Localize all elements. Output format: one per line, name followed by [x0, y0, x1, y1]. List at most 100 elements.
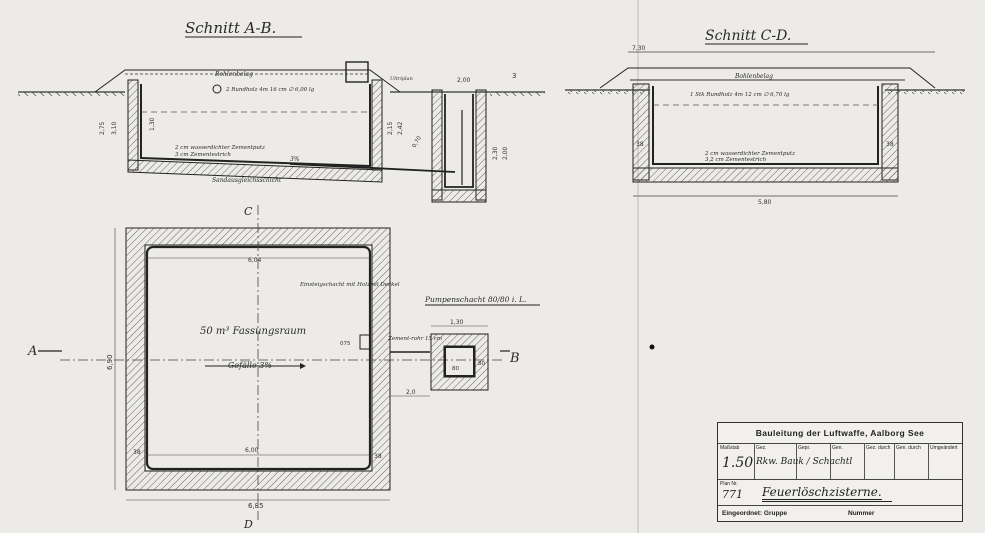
ab-dim-10: 3 — [512, 72, 516, 80]
col-label-approved-by: Gen. durch — [896, 445, 921, 451]
section-mark-a: A — [27, 344, 37, 359]
section-mark-d: D — [243, 518, 253, 531]
plan-dim-side: 6,90 — [106, 354, 114, 370]
tank-lining — [140, 84, 371, 168]
ab-dim-7: 2,30 — [492, 146, 499, 160]
ab-dim-6: 2,00 — [457, 77, 471, 84]
ground-hatch-right — [490, 92, 545, 96]
ab-bohle-label: Bohlenbelag — [214, 71, 253, 78]
cd-wall-right — [881, 83, 899, 181]
ab-plaster1-label: 2 cm wasserdichter Zementputz — [174, 145, 265, 151]
col-label-checked: Gepr. — [798, 445, 811, 451]
section-ab-title: Schnitt A-B. — [185, 19, 276, 37]
cd-ground-hatch-right — [885, 90, 965, 94]
plan-view: 50 m³ Fassungsraum Gefälle 3% Einsteigsc… — [27, 205, 520, 531]
section-mark-b: B — [509, 351, 520, 366]
col-label-scale: Maßstab — [720, 445, 740, 451]
col-label-drawn: Gez. — [756, 445, 767, 451]
punch-hole — [649, 344, 655, 350]
scale-value: 1.50 — [722, 455, 754, 471]
cd-round-label: 1 Stk Rundholz 4m 12 cm ∅ 6,70 lg — [690, 92, 790, 98]
plan-dim-inner-bottom: 6,00 — [245, 447, 259, 454]
pump-shaft-floor — [431, 189, 487, 203]
cd-dim-right: 38 — [886, 141, 894, 148]
pump-dim-top: 1,30 — [450, 319, 464, 326]
plan-title: Feuerlöschzisterne. — [762, 485, 882, 500]
slope-arrow-head — [300, 363, 306, 369]
ab-dim-1: 2,75 — [99, 121, 106, 135]
title-block-filing-row: Eingeordnet: Gruppe Nummer — [718, 505, 962, 523]
plan-dim-inner-top: 6,04 — [248, 257, 262, 264]
approved-by-cell: Gen. durch — [894, 443, 929, 479]
approved-cell: Gen. — [830, 443, 865, 479]
pump-shaft-wall-right — [475, 89, 487, 201]
round-timber-icon — [212, 84, 222, 94]
cd-plaster1-label: 2 cm wasserdichter Zementputz — [704, 151, 795, 157]
cd-dim-bottom: 5,80 — [758, 199, 772, 206]
tank-wall-left — [127, 79, 139, 171]
pump-shaft-plan: Pumpenschacht 80/80 i. L. 1,30 80 80 — [424, 295, 540, 391]
title-block: Bauleitung der Luftwaffe, Aalborg See Ma… — [717, 422, 963, 522]
ground-hatch-left — [18, 92, 125, 96]
pump-shaft-wall-left — [431, 89, 443, 201]
ab-dim-5: 2,42 — [397, 121, 404, 135]
earth-cover — [94, 69, 401, 93]
plan-cement-pipe-label: Zement-rohr 15 cm — [387, 336, 442, 342]
plan-dim-mid: 2,0 — [406, 389, 416, 396]
ab-dim-4: 2,15 — [387, 121, 394, 135]
cd-lining — [652, 86, 879, 165]
cd-floor — [632, 167, 899, 183]
section-ab: Schnitt A-B. Bohlenbelag 2 Rundholz 4m 1… — [18, 19, 545, 203]
office-name: Bauleitung der Luftwaffe, Aalborg See — [718, 423, 962, 444]
tank-wall-right — [371, 79, 383, 171]
number-label: Nummer — [848, 510, 875, 517]
col-label-revised: Umgeändert — [930, 445, 958, 451]
pump-dim-side: 80 — [478, 361, 485, 367]
ab-right-label: Ultriplan — [390, 76, 413, 82]
ab-plaster2-label: 3 cm Zementestrich — [175, 152, 231, 158]
col-label-approved: Gen. — [832, 445, 843, 451]
plan-room-label: 50 m³ Fassungsraum — [200, 326, 306, 337]
title-block-info-row: Maßstab 1.50 Gez. Gepr. Gen. Gez. durch … — [718, 443, 962, 480]
cd-bohle-label: Bohlenbelag — [734, 73, 773, 80]
ab-round-label: 2 Rundholz 4m 16 cm ∅ 6,00 lg — [225, 87, 315, 93]
plan-slope-label: Gefälle 3% — [228, 361, 272, 370]
ab-slope-label: 3% — [290, 156, 300, 163]
cd-ground-hatch-left — [565, 90, 650, 94]
plan-title-rule — [762, 501, 892, 502]
section-mark-c: C — [244, 205, 253, 218]
cd-wall-left — [632, 83, 650, 181]
access-shaft — [345, 61, 369, 83]
plan-inner-lining — [145, 245, 372, 471]
drawn-cell: Gez. — [754, 443, 797, 479]
plan-dim-pipe: 075 — [340, 341, 351, 347]
plan-number: 771 — [722, 488, 743, 501]
inspection-hatch — [359, 334, 371, 350]
cd-dim-left: 38 — [636, 141, 644, 148]
plan-dim-38-right: 38 — [374, 453, 382, 460]
checked-cell: Gepr. — [796, 443, 831, 479]
ab-dim-3: 1,30 — [149, 117, 156, 131]
pump-dim-inner: 80 — [452, 366, 459, 372]
pump-inner — [444, 346, 475, 377]
pump-shaft-lining — [444, 94, 474, 188]
plan-number-label: Plan Nr. — [720, 481, 738, 487]
ab-dim-9: 0,70 — [412, 135, 424, 149]
plan-inspection-label: Einsteigschacht mit Holzmil Deckel — [299, 282, 400, 288]
ab-sand-label: Sandausgleichsschicht — [212, 177, 282, 184]
section-cd: Schnitt C-D. 7,30 Bohlenbelag 1 Stk Rund… — [565, 28, 965, 206]
title-block-plan-row: Plan Nr. 771 Feuerlöschzisterne. — [718, 479, 962, 506]
revised-cell: Umgeändert — [928, 443, 961, 479]
plan-dim-outer-bottom: 6,85 — [248, 502, 264, 510]
scale-cell: Maßstab 1.50 — [718, 443, 755, 479]
cd-dim-top: 7,30 — [632, 45, 646, 52]
plan-walls — [125, 227, 391, 491]
ab-dim-2: 3,10 — [111, 121, 118, 135]
col-label-drawn-by: Gez. durch — [866, 445, 891, 451]
cd-earth-cover — [599, 67, 936, 89]
plan-dim-38-left: 38 — [133, 449, 141, 456]
ab-dim-8: 2,00 — [502, 146, 509, 160]
cd-plaster2-label: 3,2 cm Zementestrich — [705, 157, 767, 163]
